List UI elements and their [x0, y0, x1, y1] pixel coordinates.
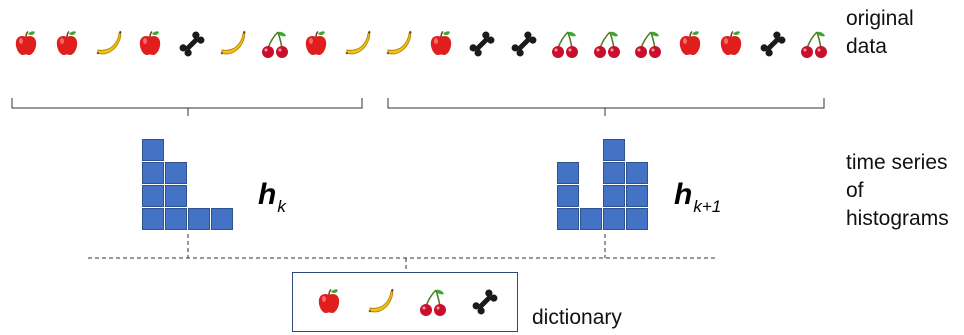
dictionary-box: [292, 272, 518, 332]
bone-icon: [176, 28, 208, 60]
banana-icon: [342, 28, 374, 60]
cherry-icon: [632, 28, 664, 60]
histogram-cell: [142, 208, 164, 230]
histogram-cell: [165, 162, 187, 184]
histogram-cell: [626, 185, 648, 207]
time-series-label-line2: of: [846, 179, 864, 202]
time-series-label-line1: time series: [846, 151, 948, 174]
histogram-cell: [211, 208, 233, 230]
apple-icon: [134, 28, 166, 60]
histogram-k-subscript: k: [277, 197, 286, 216]
original-data-label-line1: original: [846, 7, 914, 30]
time-series-label-line3: histograms: [846, 207, 949, 230]
apple-icon: [313, 286, 345, 318]
apple-icon: [300, 28, 332, 60]
histogram-cell: [165, 208, 187, 230]
bone-icon: [469, 286, 501, 318]
bone-icon: [466, 28, 498, 60]
cherry-icon: [417, 286, 449, 318]
histogram-cell: [557, 185, 579, 207]
apple-icon: [51, 28, 83, 60]
left-brace: [11, 98, 363, 116]
apple-icon: [10, 28, 42, 60]
apple-icon: [425, 28, 457, 60]
banana-icon: [365, 286, 397, 318]
right-brace: [387, 98, 825, 116]
original-data-label-line2: data: [846, 35, 887, 58]
cherry-icon: [591, 28, 623, 60]
histogram-cell: [603, 139, 625, 161]
bone-icon: [508, 28, 540, 60]
histogram-cell: [626, 208, 648, 230]
histogram-cell: [626, 162, 648, 184]
cherry-icon: [798, 28, 830, 60]
banana-icon: [217, 28, 249, 60]
histogram-cell: [142, 162, 164, 184]
histogram-cell: [142, 185, 164, 207]
histogram-cell: [603, 162, 625, 184]
histogram-cell: [557, 162, 579, 184]
histogram-k-plus-1-symbol: h: [674, 178, 693, 211]
histogram-cell: [142, 139, 164, 161]
histogram-cell: [580, 208, 602, 230]
histogram-cell: [557, 208, 579, 230]
apple-icon: [674, 28, 706, 60]
banana-icon: [93, 28, 125, 60]
histogram-cell: [165, 185, 187, 207]
histogram-k-label: hk: [258, 178, 286, 216]
histogram-cell: [603, 185, 625, 207]
histogram-cell: [188, 208, 210, 230]
histogram-k-plus-1-subscript: k+1: [693, 197, 722, 216]
histogram-cell: [603, 208, 625, 230]
apple-icon: [715, 28, 747, 60]
banana-icon: [383, 28, 415, 60]
cherry-icon: [259, 28, 291, 60]
cherry-icon: [549, 28, 581, 60]
bone-icon: [757, 28, 789, 60]
dictionary-label: dictionary: [532, 306, 622, 329]
histogram-k-plus-1-label: hk+1: [674, 178, 721, 216]
histogram-k-symbol: h: [258, 178, 277, 211]
